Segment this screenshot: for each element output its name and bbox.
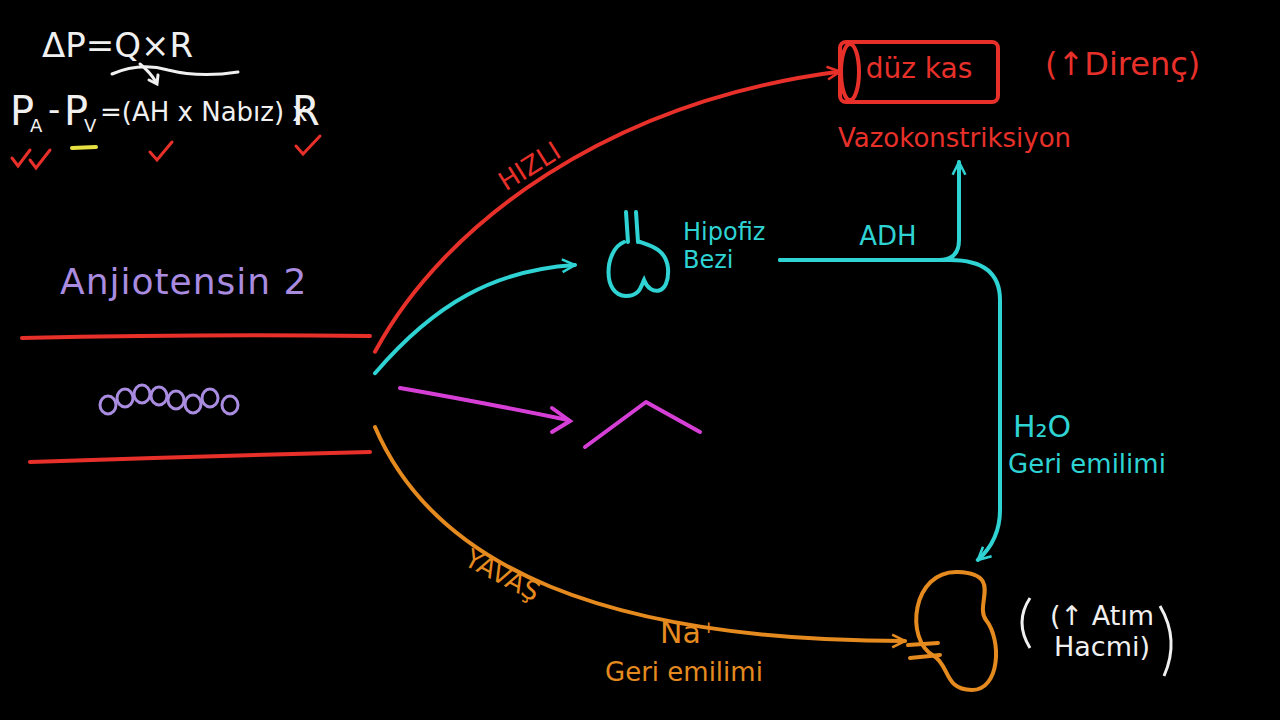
- gland-label: Hipofiz Bezi: [683, 219, 783, 274]
- muscle-box: düz kas: [840, 40, 998, 103]
- effect-text: Vazokonstriksiyon: [838, 124, 1071, 154]
- check-mark: [12, 150, 30, 166]
- bead: [202, 389, 218, 407]
- highlight-underline: [72, 147, 96, 148]
- formula-operator: -: [48, 90, 60, 129]
- connector-arrow: [780, 260, 1000, 560]
- process-note: Geri emilimi: [605, 658, 763, 688]
- ureter: [908, 643, 940, 658]
- molecule-label: H₂O: [952, 410, 1132, 445]
- bead: [117, 389, 133, 407]
- kidney-node: (↑ Atım Hacmi): [905, 560, 1185, 695]
- parenthesis: [1022, 598, 1030, 648]
- pathway-arrow: [400, 388, 568, 420]
- process-note: Geri emilimi: [1008, 450, 1166, 480]
- formula-subscript: V: [84, 116, 96, 137]
- bead: [151, 387, 167, 405]
- check-mark: [150, 142, 172, 160]
- formula: ΔP=Q×R: [42, 26, 193, 65]
- ion-name: Na⁺: [660, 616, 717, 651]
- outcome-label: (↑ Atım Hacmi): [1027, 600, 1177, 662]
- gland-node: Hipofiz Bezi: [575, 205, 780, 305]
- formula-pointer-head: [149, 75, 158, 84]
- formula-subscript: A: [30, 116, 42, 137]
- bead: [185, 395, 201, 413]
- hormone-label: ADH: [798, 222, 978, 252]
- pituitary-gland: [609, 242, 669, 296]
- bead: [168, 391, 184, 409]
- bead: [222, 396, 238, 414]
- speed-label: YAVAŞ: [416, 521, 589, 632]
- formula-symbol: R: [292, 88, 320, 134]
- bead: [134, 385, 150, 403]
- arrow-head: [552, 408, 570, 432]
- resistance-note: (↑Direnç): [1045, 46, 1200, 83]
- vessel-band: Anjiotensin 2: [20, 255, 375, 470]
- cylinder-end: [841, 44, 859, 100]
- bead: [100, 396, 116, 414]
- parenthesis: [1160, 606, 1171, 676]
- peptide-beads: [100, 385, 238, 414]
- underline-brace: [112, 67, 238, 75]
- effect-label: Vazokonstriksiyon: [838, 120, 1113, 162]
- muscle-cylinder: [840, 42, 998, 102]
- check-mark: [296, 136, 320, 154]
- check-mark: [30, 150, 50, 168]
- kidney: [916, 572, 996, 690]
- speed-label: HIZLI: [446, 107, 614, 228]
- formula-term: =(AH x Nabız) x: [100, 98, 308, 128]
- target-shape: [585, 402, 700, 447]
- connector-arrow: [375, 265, 575, 373]
- gland-stalk: [626, 212, 638, 242]
- connector-arrow: [375, 427, 905, 641]
- vessel-wall: [30, 452, 370, 462]
- vessel-wall: [22, 335, 370, 338]
- hormone-name: Anjiotensin 2: [60, 261, 307, 302]
- box-label: düz kas: [840, 53, 998, 85]
